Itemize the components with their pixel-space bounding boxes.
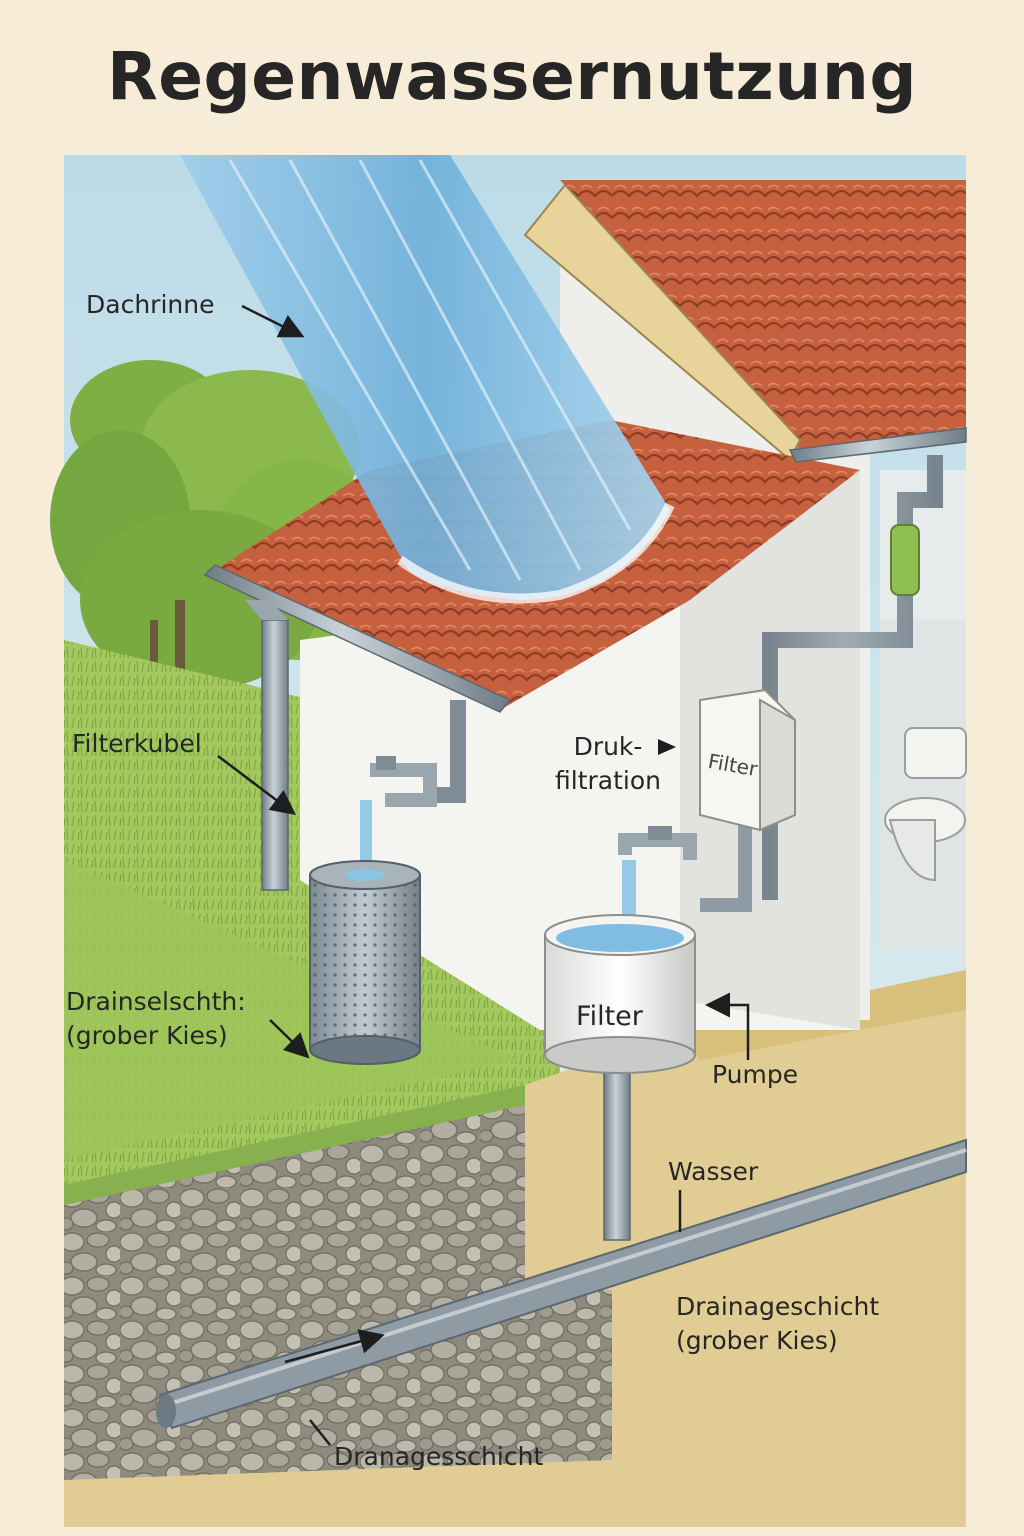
label-drukfiltration-line2: filtration bbox=[555, 766, 661, 795]
room-interior bbox=[880, 620, 966, 950]
label-drainselschth-line1: Drainselschth: bbox=[66, 987, 246, 1016]
pointer-pumpe bbox=[705, 992, 750, 1060]
pointer-drukfiltration bbox=[658, 739, 676, 755]
label-drainselschth-line2: (grober Kies) bbox=[66, 1021, 228, 1050]
label-dachrinne: Dachrinne bbox=[86, 290, 215, 319]
label-drainageschicht-line1: Drainageschicht bbox=[676, 1292, 880, 1321]
roof-main bbox=[560, 180, 966, 450]
pointer-filterkubel bbox=[217, 755, 296, 816]
pointer-dachrinne bbox=[241, 304, 305, 338]
faucet-left bbox=[370, 763, 437, 807]
label-dranagesschicht: Dranagesschicht bbox=[334, 1442, 544, 1471]
page-title: Regenwassernutzung bbox=[106, 38, 918, 115]
filter-box bbox=[699, 688, 796, 832]
label-filter-tank: Filter bbox=[576, 1001, 643, 1032]
pointer-lines bbox=[217, 304, 750, 1446]
gutter-main bbox=[788, 427, 967, 463]
flow-arrow bbox=[284, 1329, 385, 1364]
label-drainageschicht: Drainageschicht (grober Kies) bbox=[676, 1290, 879, 1358]
pointer-dranagesschicht bbox=[309, 1419, 331, 1446]
label-filterkubel: Filterkubel bbox=[72, 729, 202, 758]
label-pumpe: Pumpe bbox=[712, 1060, 799, 1089]
filterkubel-cylinder bbox=[309, 860, 421, 1065]
label-wasser: Wasser bbox=[668, 1157, 759, 1186]
downpipe-left bbox=[261, 619, 289, 891]
label-drainselschth: Drainselschth: (grober Kies) bbox=[66, 985, 246, 1053]
label-drukfiltration-line1: Druk- bbox=[573, 732, 643, 761]
rain-stream bbox=[180, 155, 675, 604]
pointer-drainselschth bbox=[269, 1019, 310, 1059]
inline-filter-green bbox=[890, 524, 920, 596]
gutter-front bbox=[203, 564, 512, 713]
toilet bbox=[884, 727, 967, 882]
label-drainageschicht-line2: (grober Kies) bbox=[676, 1326, 838, 1355]
label-drukfiltration: Druk- filtration bbox=[538, 730, 678, 798]
filter-tank bbox=[544, 914, 696, 1074]
